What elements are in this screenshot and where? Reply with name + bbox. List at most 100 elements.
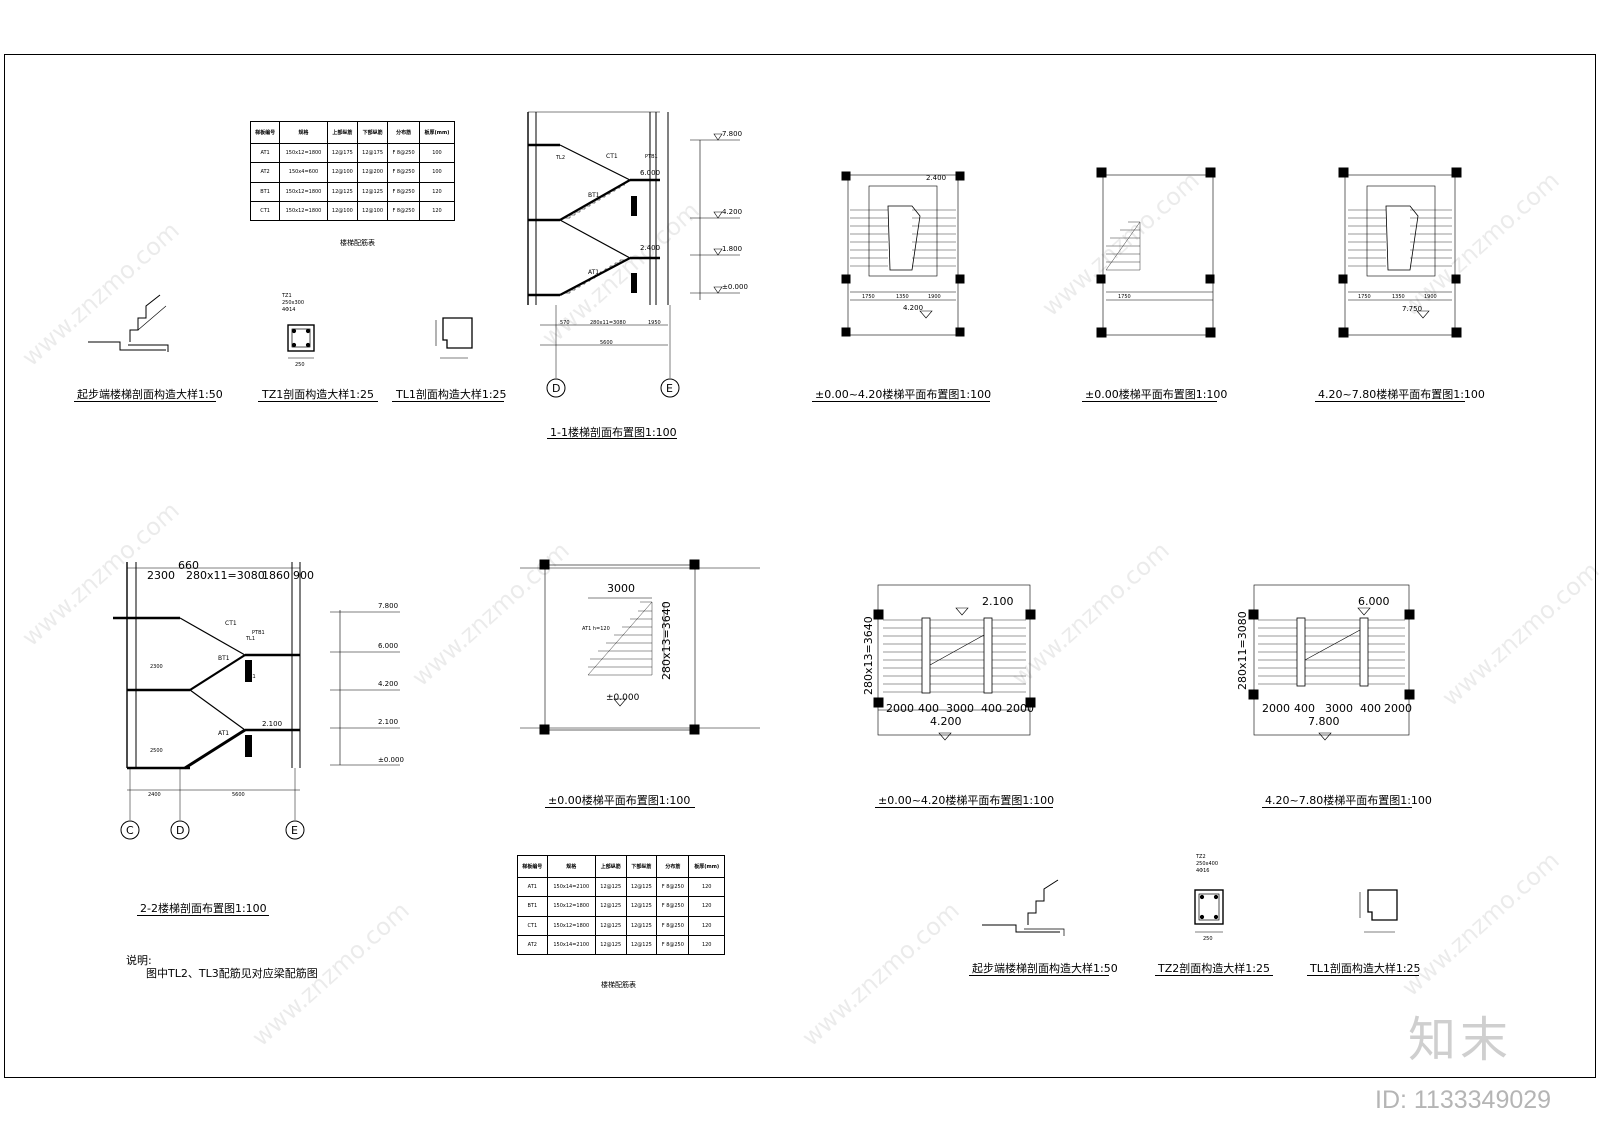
plan-a: 4.200 2.400 1750 1350 1900 xyxy=(841,171,965,337)
plan-dim: 1750 xyxy=(862,294,875,300)
plan-dim: 3000 xyxy=(607,582,635,595)
caption-underline xyxy=(875,807,1053,808)
drawing-sheet-border xyxy=(4,54,1596,1078)
reinforcement-table-bottom: 梯板编号 规格 上部纵筋 下部纵筋 分布筋 板厚(mm) AT1 150x14=… xyxy=(517,855,725,956)
table-header: 板厚(mm) xyxy=(418,121,456,144)
caption-underline xyxy=(1262,807,1412,808)
start-detail-bottom xyxy=(982,879,1065,936)
table-cell: 12@100 xyxy=(326,162,358,183)
table-header: 板厚(mm) xyxy=(688,855,725,878)
plan-dim: 1750 xyxy=(1118,294,1131,300)
plan-level: ±0.000 xyxy=(606,693,640,703)
table-row: AT1 150x12=1800 12@175 12@175 F 8@250 10… xyxy=(249,142,456,164)
tz2-bars: 4Φ16 xyxy=(1196,868,1209,874)
plan-level: 4.200 xyxy=(903,304,923,312)
caption-section-1-1: 1-1楼梯剖面布置图1:100 xyxy=(550,426,677,439)
level: 2.400 xyxy=(640,244,660,252)
plan-dim: 280x11=3080 xyxy=(1236,611,1249,690)
tz1-dim: 250 xyxy=(295,362,305,368)
table-cell: AT2 xyxy=(249,162,281,183)
caption-underline xyxy=(1155,975,1273,976)
dim: 1950 xyxy=(648,320,661,326)
table-row: AT2 150x14=2100 12@125 12@125 F 8@250 12… xyxy=(517,934,725,956)
plan-d: 3000 280x13=3640 ±0.000 AT1 h=120 xyxy=(520,559,760,735)
table-header: 梯板编号 xyxy=(249,121,281,144)
table-cell: 100 xyxy=(418,142,456,164)
table-header: 规格 xyxy=(279,121,328,144)
label: BT1 xyxy=(218,655,230,662)
top-dim: 660 xyxy=(178,559,199,572)
plan-dim: 2000 xyxy=(1262,702,1290,715)
plan-level: 7.800 xyxy=(1308,715,1340,728)
grid-d: D xyxy=(552,382,560,395)
table-header: 上部纵筋 xyxy=(594,855,627,878)
table-cell: 12@125 xyxy=(326,181,358,202)
table-cell: 120 xyxy=(418,181,456,202)
dim: 570 xyxy=(560,320,570,326)
tz2-label: TZ2 xyxy=(1195,854,1206,860)
grid-c: C xyxy=(126,824,134,837)
table-cell: BT1 xyxy=(249,181,281,202)
table-title: 楼梯配筋表 xyxy=(340,239,375,247)
bottom-dim: 2500 xyxy=(150,748,163,754)
bottom-dim: 5600 xyxy=(232,792,245,798)
label: TL1 xyxy=(245,636,255,642)
plan-dim: 1900 xyxy=(1424,294,1437,300)
plan-e: 2.100 280x13=3640 2000 400 3000 400 2000… xyxy=(862,584,1036,741)
table-cell: 12@100 xyxy=(356,200,389,222)
caption-underline xyxy=(392,401,504,402)
caption-tz2: TZ2剖面构造大样1:25 xyxy=(1158,962,1270,975)
caption-plan-f: 4.20~7.80楼梯平面布置图1:100 xyxy=(1265,794,1432,807)
plan-dim: 2000 xyxy=(886,702,914,715)
table-cell: F 8@250 xyxy=(656,934,690,956)
table-title: 楼梯配筋表 xyxy=(601,981,636,989)
tl1-section-detail-bottom xyxy=(1359,889,1398,933)
table-cell: 120 xyxy=(688,934,725,956)
table-cell: 12@125 xyxy=(625,876,658,898)
table-cell: F 8@250 xyxy=(656,876,690,898)
level: 4.200 xyxy=(722,208,742,216)
caption-plan-b: ±0.00楼梯平面布置图1:100 xyxy=(1085,388,1228,401)
grid-d: D xyxy=(176,824,184,837)
table-header: 梯板编号 xyxy=(517,855,548,878)
caption-plan-d: ±0.00楼梯平面布置图1:100 xyxy=(548,794,691,807)
plan-label: AT1 h=120 xyxy=(582,626,610,632)
top-dim: 900 xyxy=(293,569,314,582)
label: BT1 xyxy=(588,192,600,199)
tz1-section-detail: TZ1 250x300 4Φ14 250 xyxy=(281,293,315,368)
caption-underline xyxy=(545,807,695,808)
level: 6.000 xyxy=(378,642,398,650)
plan-dim: 400 xyxy=(1294,702,1315,715)
plan-level: 6.000 xyxy=(1358,595,1390,608)
plan-dim: 2000 xyxy=(1006,702,1034,715)
table-cell: 12@125 xyxy=(625,915,658,936)
tz2-section-detail: TZ2 250x400 4Φ16 250 xyxy=(1194,854,1224,942)
table-cell: 150x12=1800 xyxy=(546,915,596,936)
plan-f: 6.000 280x11=3080 2000 400 3000 400 2000… xyxy=(1236,584,1415,741)
table-cell: CT1 xyxy=(517,915,548,936)
label: AT1 xyxy=(218,730,229,737)
table-cell: 12@125 xyxy=(594,896,627,917)
table-cell: 12@125 xyxy=(594,934,627,956)
table-cell: 120 xyxy=(688,896,725,917)
bottom-dim: 2300 xyxy=(150,664,163,670)
label: CT1 xyxy=(606,153,618,160)
caption-tz1: TZ1剖面构造大样1:25 xyxy=(262,388,374,401)
table-cell: 12@125 xyxy=(625,934,658,956)
grid-e: E xyxy=(291,824,298,837)
caption-start-detail-bottom: 起步端楼梯剖面构造大样1:50 xyxy=(972,962,1118,975)
plan-b: 1750 xyxy=(1096,167,1216,338)
table-header: 分布筋 xyxy=(387,121,420,144)
plan-dim: 1750 xyxy=(1358,294,1371,300)
table-cell: F 8@250 xyxy=(656,915,690,936)
table-cell: 150x12=1800 xyxy=(546,896,596,917)
table-cell: 12@100 xyxy=(326,200,358,222)
caption-plan-c: 4.20~7.80楼梯平面布置图1:100 xyxy=(1318,388,1485,401)
plan-dim: 400 xyxy=(918,702,939,715)
table-cell: BT1 xyxy=(517,896,548,917)
caption-underline xyxy=(74,401,216,402)
table-cell: AT1 xyxy=(249,142,281,164)
dim: 5600 xyxy=(600,340,613,346)
level: ±0.000 xyxy=(378,756,404,764)
